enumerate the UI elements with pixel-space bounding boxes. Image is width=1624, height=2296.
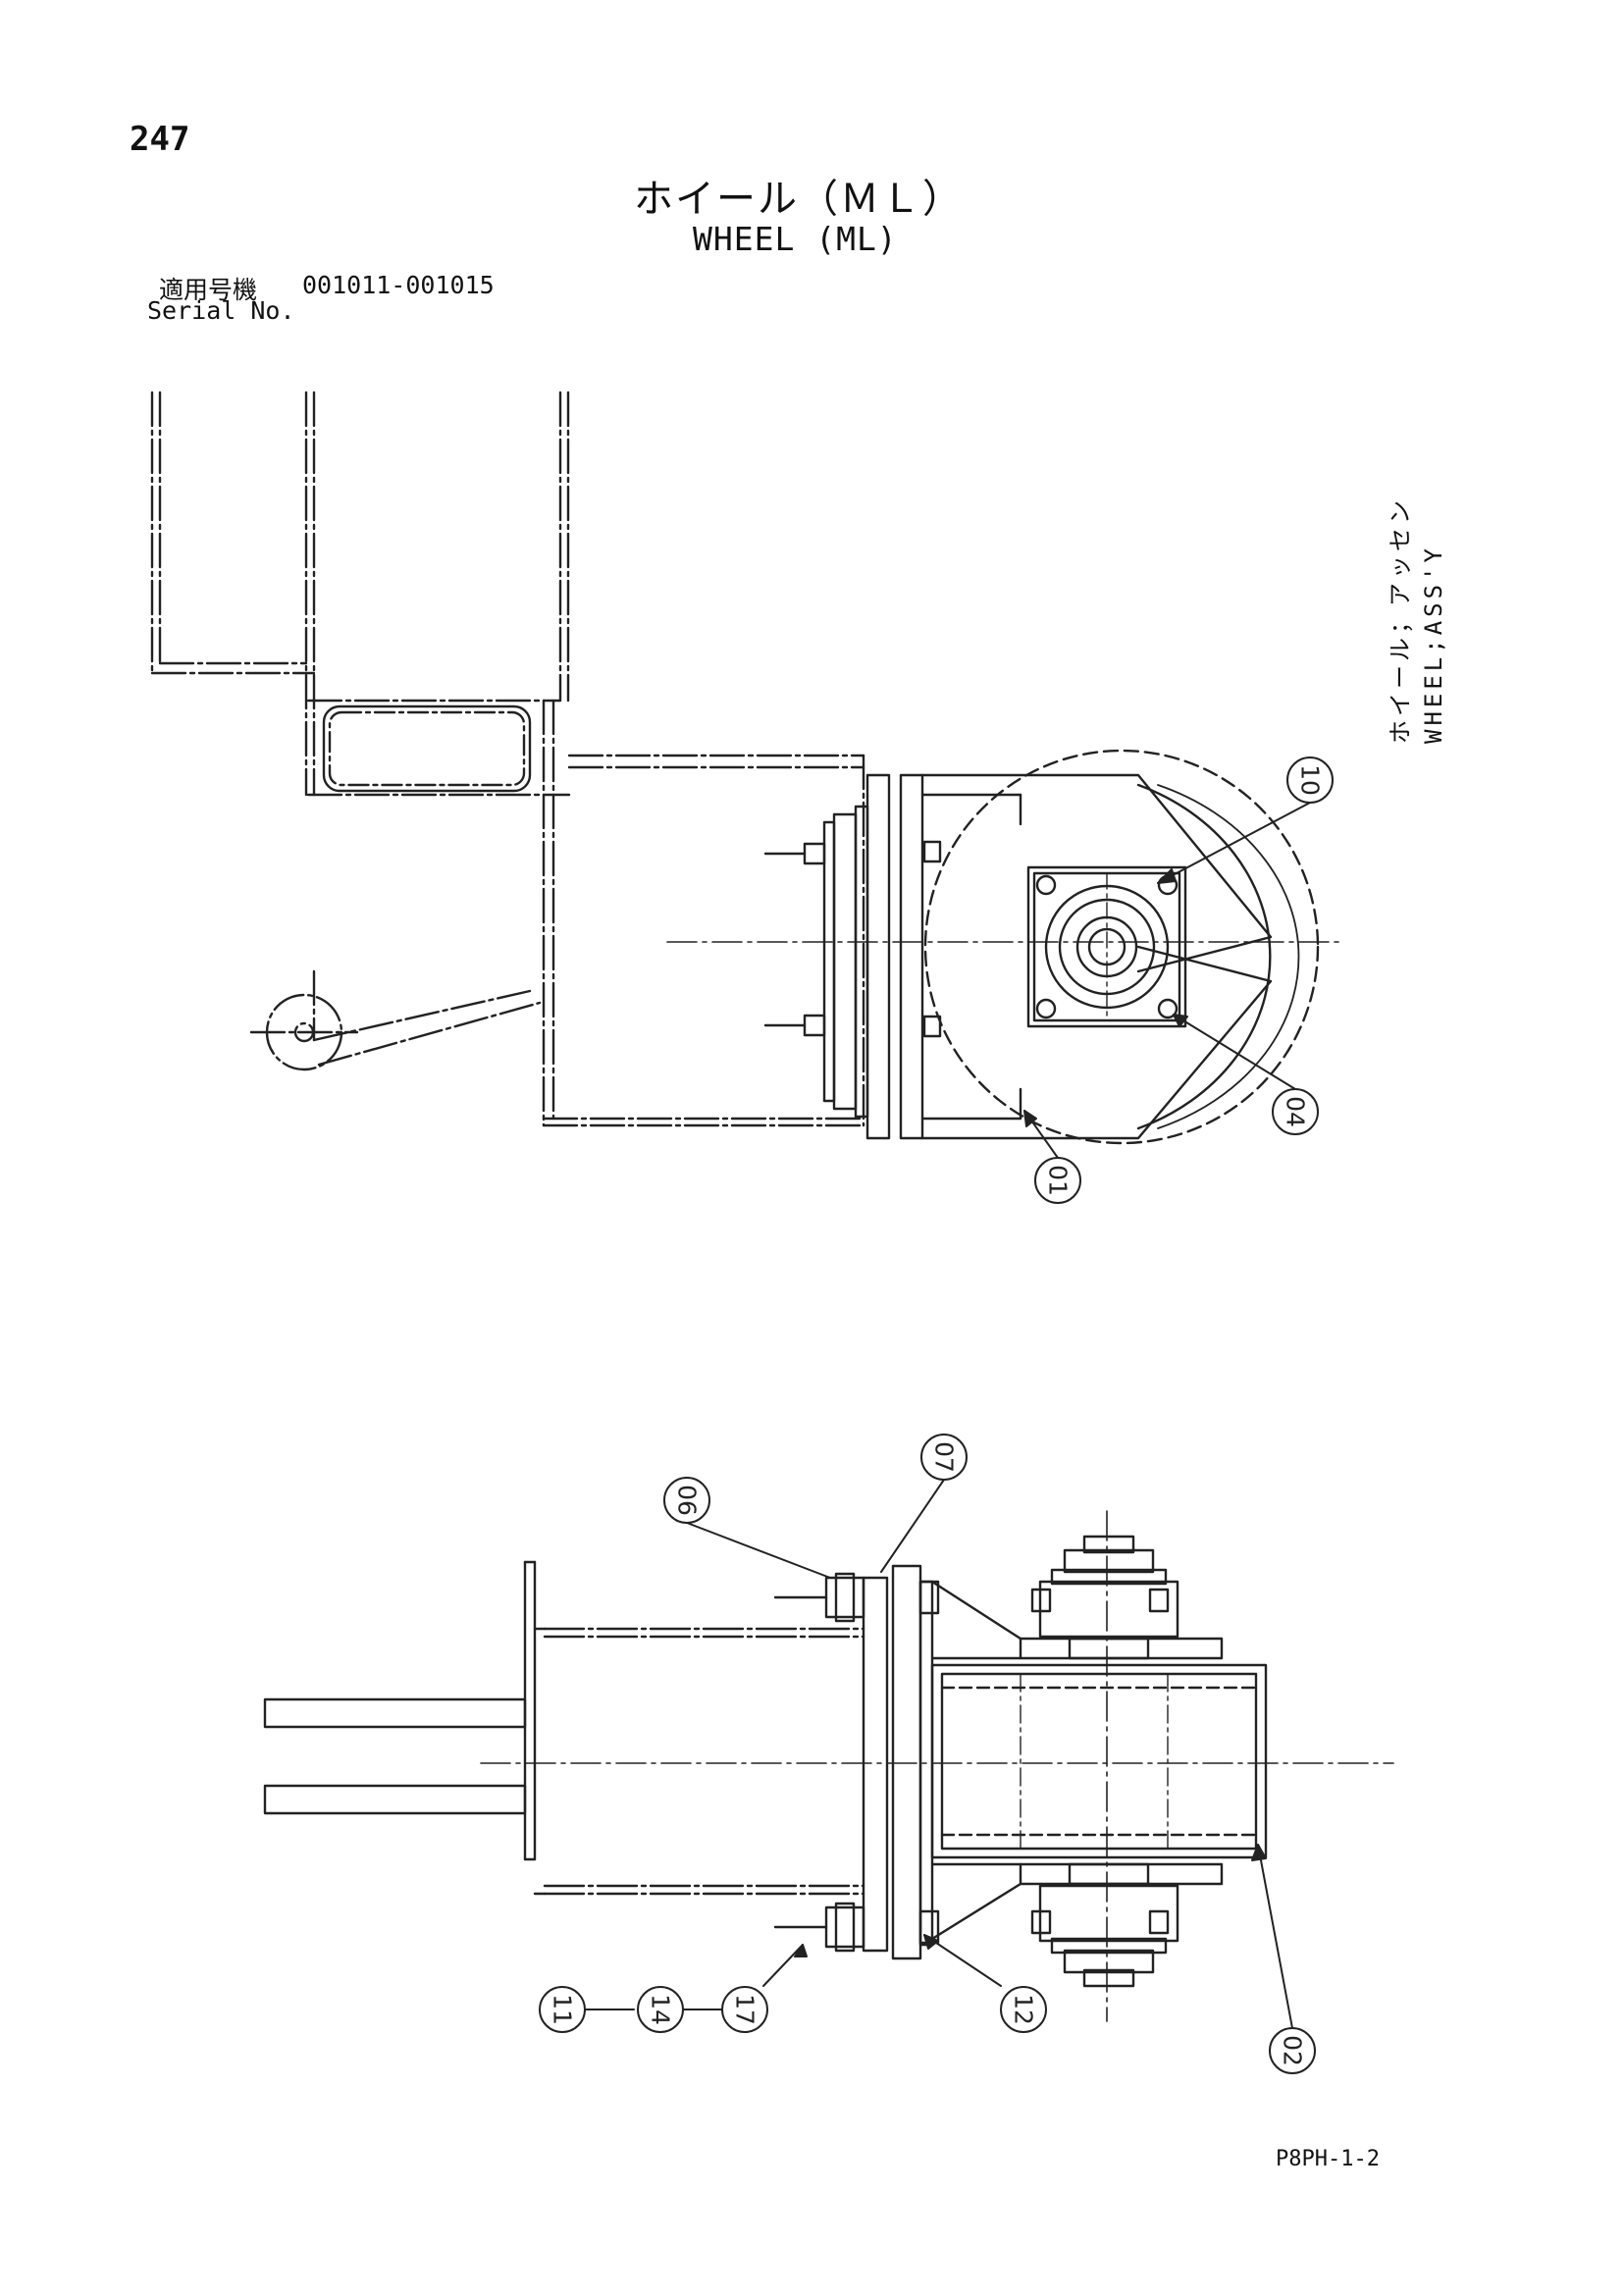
callout-04: 04 — [1282, 1096, 1310, 1127]
slot-outline — [322, 704, 532, 793]
callout-01: 01 — [1044, 1165, 1073, 1196]
callout-17: 17 — [731, 1994, 760, 2025]
bearing-bottom — [1030, 1862, 1179, 1988]
side-view — [263, 1510, 1394, 2022]
title-japanese: ホイール（ＭＬ） — [634, 177, 964, 222]
fork-bracket — [920, 773, 1300, 1140]
callout-14: 14 — [647, 1994, 675, 2025]
callout-10: 10 — [1296, 764, 1325, 796]
title-english: WHEEL (ML) — [693, 220, 898, 258]
serial-label-english: Serial No. — [147, 296, 295, 325]
document-code: P8PH-1-2 — [1276, 2147, 1380, 2171]
callout-07: 07 — [930, 1441, 959, 1473]
callout-06: 06 — [673, 1485, 702, 1516]
callout-11: 11 — [549, 1994, 577, 2025]
pin-lower — [263, 1784, 527, 1815]
flange-b — [891, 1564, 922, 1960]
serial-number-range: 001011-001015 — [302, 271, 495, 299]
bearing-top — [1030, 1535, 1179, 1660]
wheel-body — [930, 1663, 1268, 1859]
top-view — [150, 391, 1345, 1145]
pin-upper — [263, 1697, 527, 1729]
bolt-flange — [763, 773, 942, 1140]
frame-outline — [150, 391, 865, 1127]
flange-a — [862, 1576, 889, 1953]
callout-12: 12 — [1010, 1994, 1038, 2025]
wheel-outline — [923, 749, 1320, 1145]
callouts: 10 04 01 06 07 02 11 14 17 12 — [539, 757, 1334, 2074]
serial-label-japanese: 適用号機 — [159, 276, 258, 304]
callout-02: 02 — [1279, 2035, 1307, 2066]
page-number: 247 — [130, 120, 190, 159]
